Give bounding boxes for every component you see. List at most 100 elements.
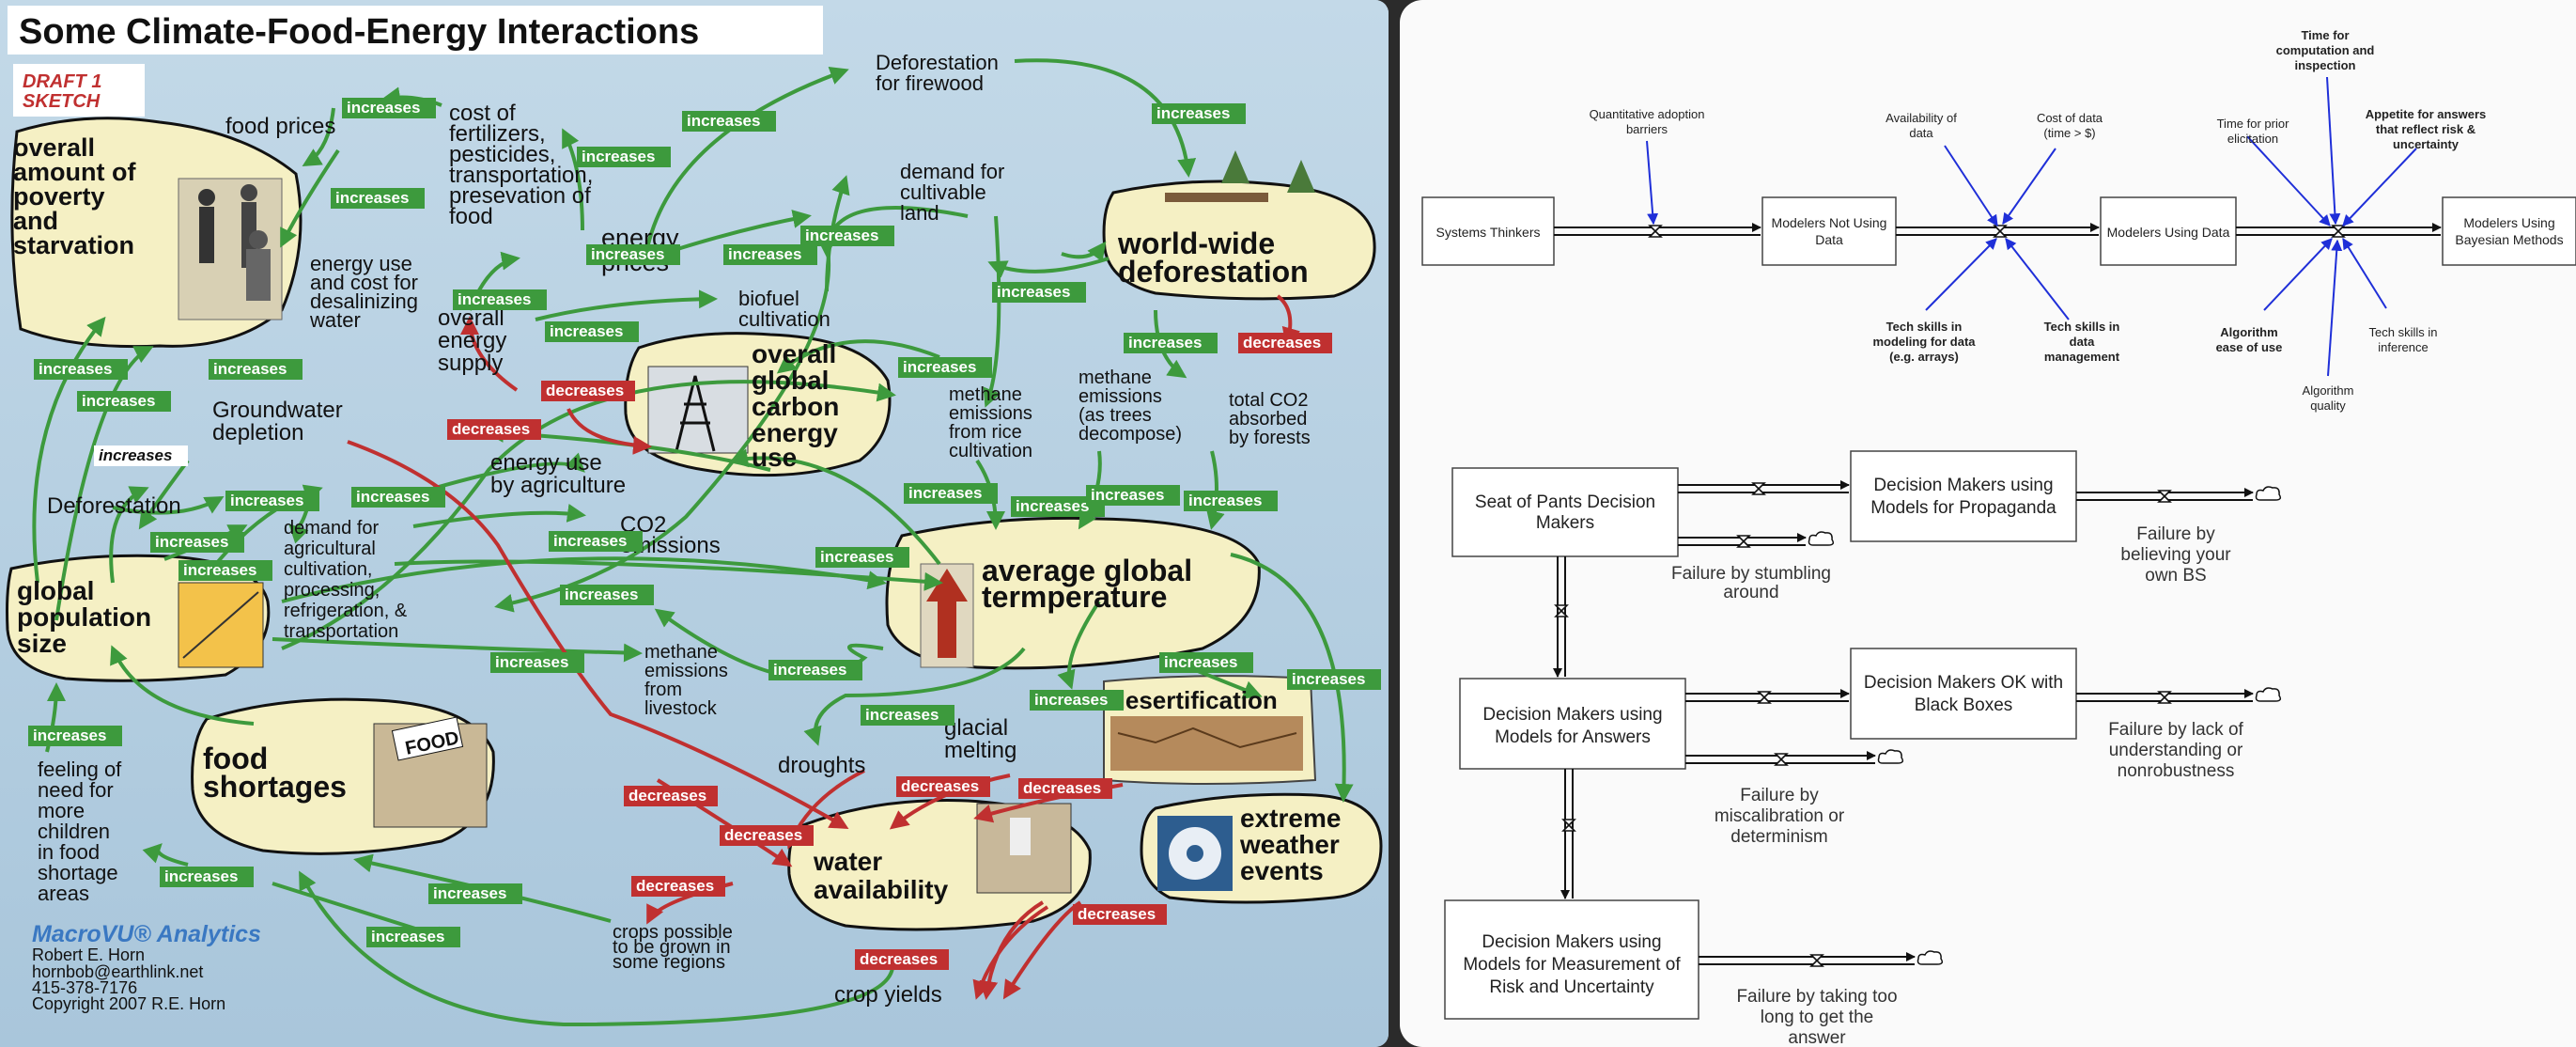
svg-text:from rice: from rice bbox=[949, 422, 1022, 443]
increases-label: increases bbox=[1034, 691, 1108, 709]
svg-text:energy: energy bbox=[752, 418, 838, 447]
increases-tag bbox=[453, 289, 547, 310]
svg-text:barriers: barriers bbox=[1626, 122, 1668, 136]
svg-text:quality: quality bbox=[2310, 398, 2346, 413]
svg-text:weather: weather bbox=[1239, 830, 1340, 859]
node-total-co2: total CO2 absorbed by forests bbox=[1229, 390, 1311, 448]
svg-text:from: from bbox=[644, 680, 682, 700]
increases-label: increases bbox=[565, 586, 638, 603]
svg-text:starvation: starvation bbox=[13, 231, 134, 259]
decreases-tag bbox=[541, 381, 635, 401]
increases-label: increases bbox=[805, 227, 878, 244]
svg-text:overall: overall bbox=[752, 339, 836, 368]
increases-tag bbox=[351, 487, 445, 508]
svg-text:Availability of: Availability of bbox=[1885, 111, 1957, 125]
increases-tag bbox=[160, 867, 254, 887]
svg-text:Quantitative adoption: Quantitative adoption bbox=[1590, 107, 1705, 121]
increases-tag bbox=[331, 188, 425, 209]
svg-text:livestock: livestock bbox=[644, 698, 718, 719]
svg-text:children: children bbox=[38, 820, 110, 843]
credits-brand: MacroVU® Analytics bbox=[32, 921, 261, 947]
svg-text:use: use bbox=[752, 443, 797, 472]
svg-text:elicitation: elicitation bbox=[2227, 132, 2278, 146]
svg-text:emissions: emissions bbox=[644, 661, 728, 681]
node-crop-yields: crop yields bbox=[834, 982, 942, 1008]
increases-tag bbox=[549, 531, 643, 552]
svg-text:absorbed: absorbed bbox=[1229, 409, 1307, 430]
node-biofuel: biofuel cultivation bbox=[738, 287, 830, 331]
system-dynamics-panel: Systems Thinkers Modelers Not Using Data… bbox=[1400, 0, 2576, 1047]
increases-label: increases bbox=[773, 661, 846, 679]
increases-tag bbox=[209, 359, 303, 380]
label-answers-2: Models for Answers bbox=[1495, 727, 1651, 747]
label-seat-1: Seat of Pants Decision bbox=[1475, 492, 1655, 512]
node-labels: overall amount of poverty and starvation… bbox=[13, 51, 1341, 1008]
svg-text:Appetite for answers: Appetite for answers bbox=[2366, 107, 2487, 121]
svg-text:Deforestation: Deforestation bbox=[876, 51, 999, 74]
svg-text:demand for: demand for bbox=[284, 518, 380, 539]
label-blackboxes-2: Black Boxes bbox=[1915, 695, 2013, 715]
svg-text:glacial: glacial bbox=[944, 715, 1008, 741]
svg-text:average global: average global bbox=[982, 554, 1192, 587]
increases-label: increases bbox=[335, 189, 409, 207]
label-blackboxes-1: Decision Makers OK with bbox=[1864, 673, 2063, 693]
increases-tag bbox=[768, 660, 862, 680]
stock-answers bbox=[1459, 678, 1686, 770]
stock-flow-canvas: Systems Thinkers Modelers Not Using Data… bbox=[1421, 28, 2576, 1047]
decreases-label: decreases bbox=[901, 777, 979, 795]
increases-tag bbox=[225, 491, 319, 511]
node-demand-land: demand for cultivable land bbox=[900, 160, 1004, 225]
decreases-tag bbox=[1238, 333, 1332, 353]
credits: MacroVU® Analytics Robert E. Horn hornbo… bbox=[32, 921, 261, 1013]
svg-text:carbon: carbon bbox=[752, 392, 839, 421]
svg-text:land: land bbox=[900, 201, 939, 225]
svg-text:inspection: inspection bbox=[2294, 58, 2355, 72]
svg-text:shortages: shortages bbox=[203, 770, 347, 804]
node-methane-rice: methane emissions from rice cultivation bbox=[949, 384, 1032, 461]
label-modelers-bayes-2: Bayesian Methods bbox=[2455, 232, 2563, 247]
increases-tag bbox=[800, 226, 894, 246]
increases-tag bbox=[1159, 652, 1253, 673]
increases-tag bbox=[342, 98, 436, 118]
stock-seat-of-pants bbox=[1451, 467, 1679, 557]
increases-tag bbox=[560, 585, 654, 605]
decreases-label: decreases bbox=[636, 877, 714, 895]
increases-tag bbox=[1184, 491, 1278, 511]
label-modelers-not-1: Modelers Not Using bbox=[1772, 215, 1887, 230]
svg-text:energy use: energy use bbox=[490, 450, 602, 476]
increases-label: increases bbox=[213, 360, 287, 378]
decision-structure: Seat of Pants Decision Makers Decision M… bbox=[1444, 450, 2282, 1047]
increases-tag bbox=[94, 445, 188, 466]
svg-text:termperature: termperature bbox=[982, 580, 1167, 614]
label-seat-2: Makers bbox=[1536, 513, 1594, 533]
svg-text:availability: availability bbox=[814, 875, 949, 904]
svg-text:food: food bbox=[449, 204, 493, 229]
increases-tag bbox=[366, 927, 460, 947]
increases-label: increases bbox=[433, 884, 506, 902]
decreases-tag bbox=[624, 786, 718, 806]
stock-black-boxes bbox=[1850, 648, 2077, 740]
increases-tag bbox=[898, 357, 992, 378]
svg-text:fertilizers,: fertilizers, bbox=[449, 121, 546, 147]
increases-label: increases bbox=[164, 867, 238, 885]
svg-text:Failure by taking too: Failure by taking too bbox=[1736, 987, 1897, 1007]
svg-text:emissions: emissions bbox=[949, 403, 1032, 424]
increases-tag bbox=[490, 652, 584, 673]
svg-text:and cost for: and cost for bbox=[310, 271, 418, 294]
node-energy-desalinizing: energy use and cost for desalinizing wat… bbox=[309, 252, 418, 332]
node-cost-fertilizers: cost of fertilizers, pesticides, transpo… bbox=[449, 101, 593, 229]
draft-sublabel: SKETCH bbox=[23, 91, 101, 112]
increases-label: increases bbox=[1091, 486, 1164, 504]
label-modelers-not-2: Data bbox=[1815, 232, 1843, 247]
label-modelers-bayes-1: Modelers Using bbox=[2463, 215, 2554, 230]
increases-label: increases bbox=[39, 360, 112, 378]
increases-label: increases bbox=[1164, 653, 1237, 671]
node-poverty: overall amount of poverty and starvation bbox=[13, 133, 136, 259]
svg-text:population: population bbox=[17, 602, 151, 632]
increases-tag bbox=[577, 147, 671, 167]
svg-text:processing,: processing, bbox=[284, 580, 380, 601]
svg-text:desalinizing: desalinizing bbox=[310, 289, 418, 313]
stock-modelers-not bbox=[1761, 196, 1897, 266]
svg-text:energy use: energy use bbox=[310, 252, 412, 275]
decreases-label: decreases bbox=[1023, 779, 1101, 797]
